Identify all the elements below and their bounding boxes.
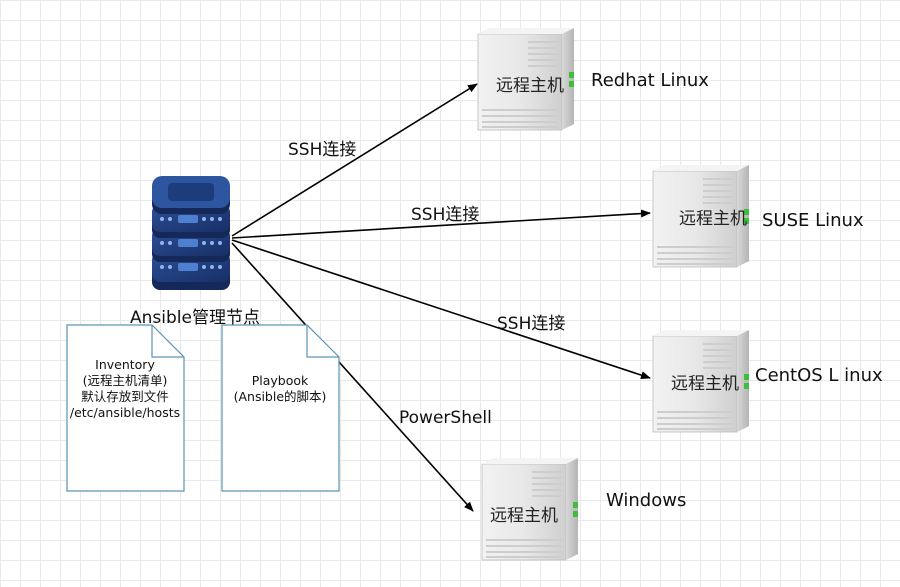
remote-host-label: 远程主机	[496, 76, 564, 96]
os-label-redhat: Redhat Linux	[591, 70, 709, 91]
inventory-line-3: 默认存放到文件	[81, 389, 169, 404]
ansible-control-node: Ansible管理节点	[130, 176, 260, 328]
remote-host-label: 远程主机	[679, 209, 747, 229]
playbook-document: Playbook (Ansible的脚本)	[221, 324, 340, 492]
inventory-document: Inventory (远程主机清单) 默认存放到文件 /etc/ansible/…	[66, 324, 185, 492]
connection-label-powershell: PowerShell	[399, 408, 492, 428]
connection-label-ssh-2: SSH连接	[411, 205, 479, 225]
remote-host-centos: 远程主机	[652, 330, 749, 433]
connection-centos: SSH连接	[231, 239, 651, 379]
os-label-centos: CentOS L inux	[755, 365, 883, 386]
connection-windows: PowerShell	[231, 242, 492, 512]
playbook-line-2: (Ansible的脚本)	[234, 389, 327, 404]
server-tower-icon	[477, 28, 574, 131]
playbook-line-1: Playbook	[252, 373, 309, 388]
remote-host-redhat: 远程主机	[477, 28, 574, 131]
server-stack-icon	[152, 176, 230, 290]
os-label-suse: SUSE Linux	[762, 210, 864, 231]
connection-redhat: SSH连接	[231, 83, 478, 237]
connection-suse: SSH连接	[231, 205, 651, 239]
remote-host-label: 远程主机	[490, 506, 558, 526]
remote-host-label: 远程主机	[671, 374, 739, 394]
inventory-line-4: /etc/ansible/hosts	[70, 405, 180, 420]
remote-host-suse: 远程主机	[652, 165, 749, 268]
control-node-label: Ansible管理节点	[130, 308, 260, 328]
server-tower-icon	[652, 165, 749, 268]
remote-host-windows: 远程主机	[481, 458, 578, 561]
os-label-windows: Windows	[606, 490, 686, 511]
connection-label-ssh-1: SSH连接	[288, 140, 356, 160]
server-tower-icon	[652, 330, 749, 433]
inventory-line-1: Inventory	[95, 357, 155, 372]
inventory-line-2: (远程主机清单)	[83, 373, 168, 388]
server-tower-icon	[481, 458, 578, 561]
connection-label-ssh-3: SSH连接	[497, 314, 565, 334]
